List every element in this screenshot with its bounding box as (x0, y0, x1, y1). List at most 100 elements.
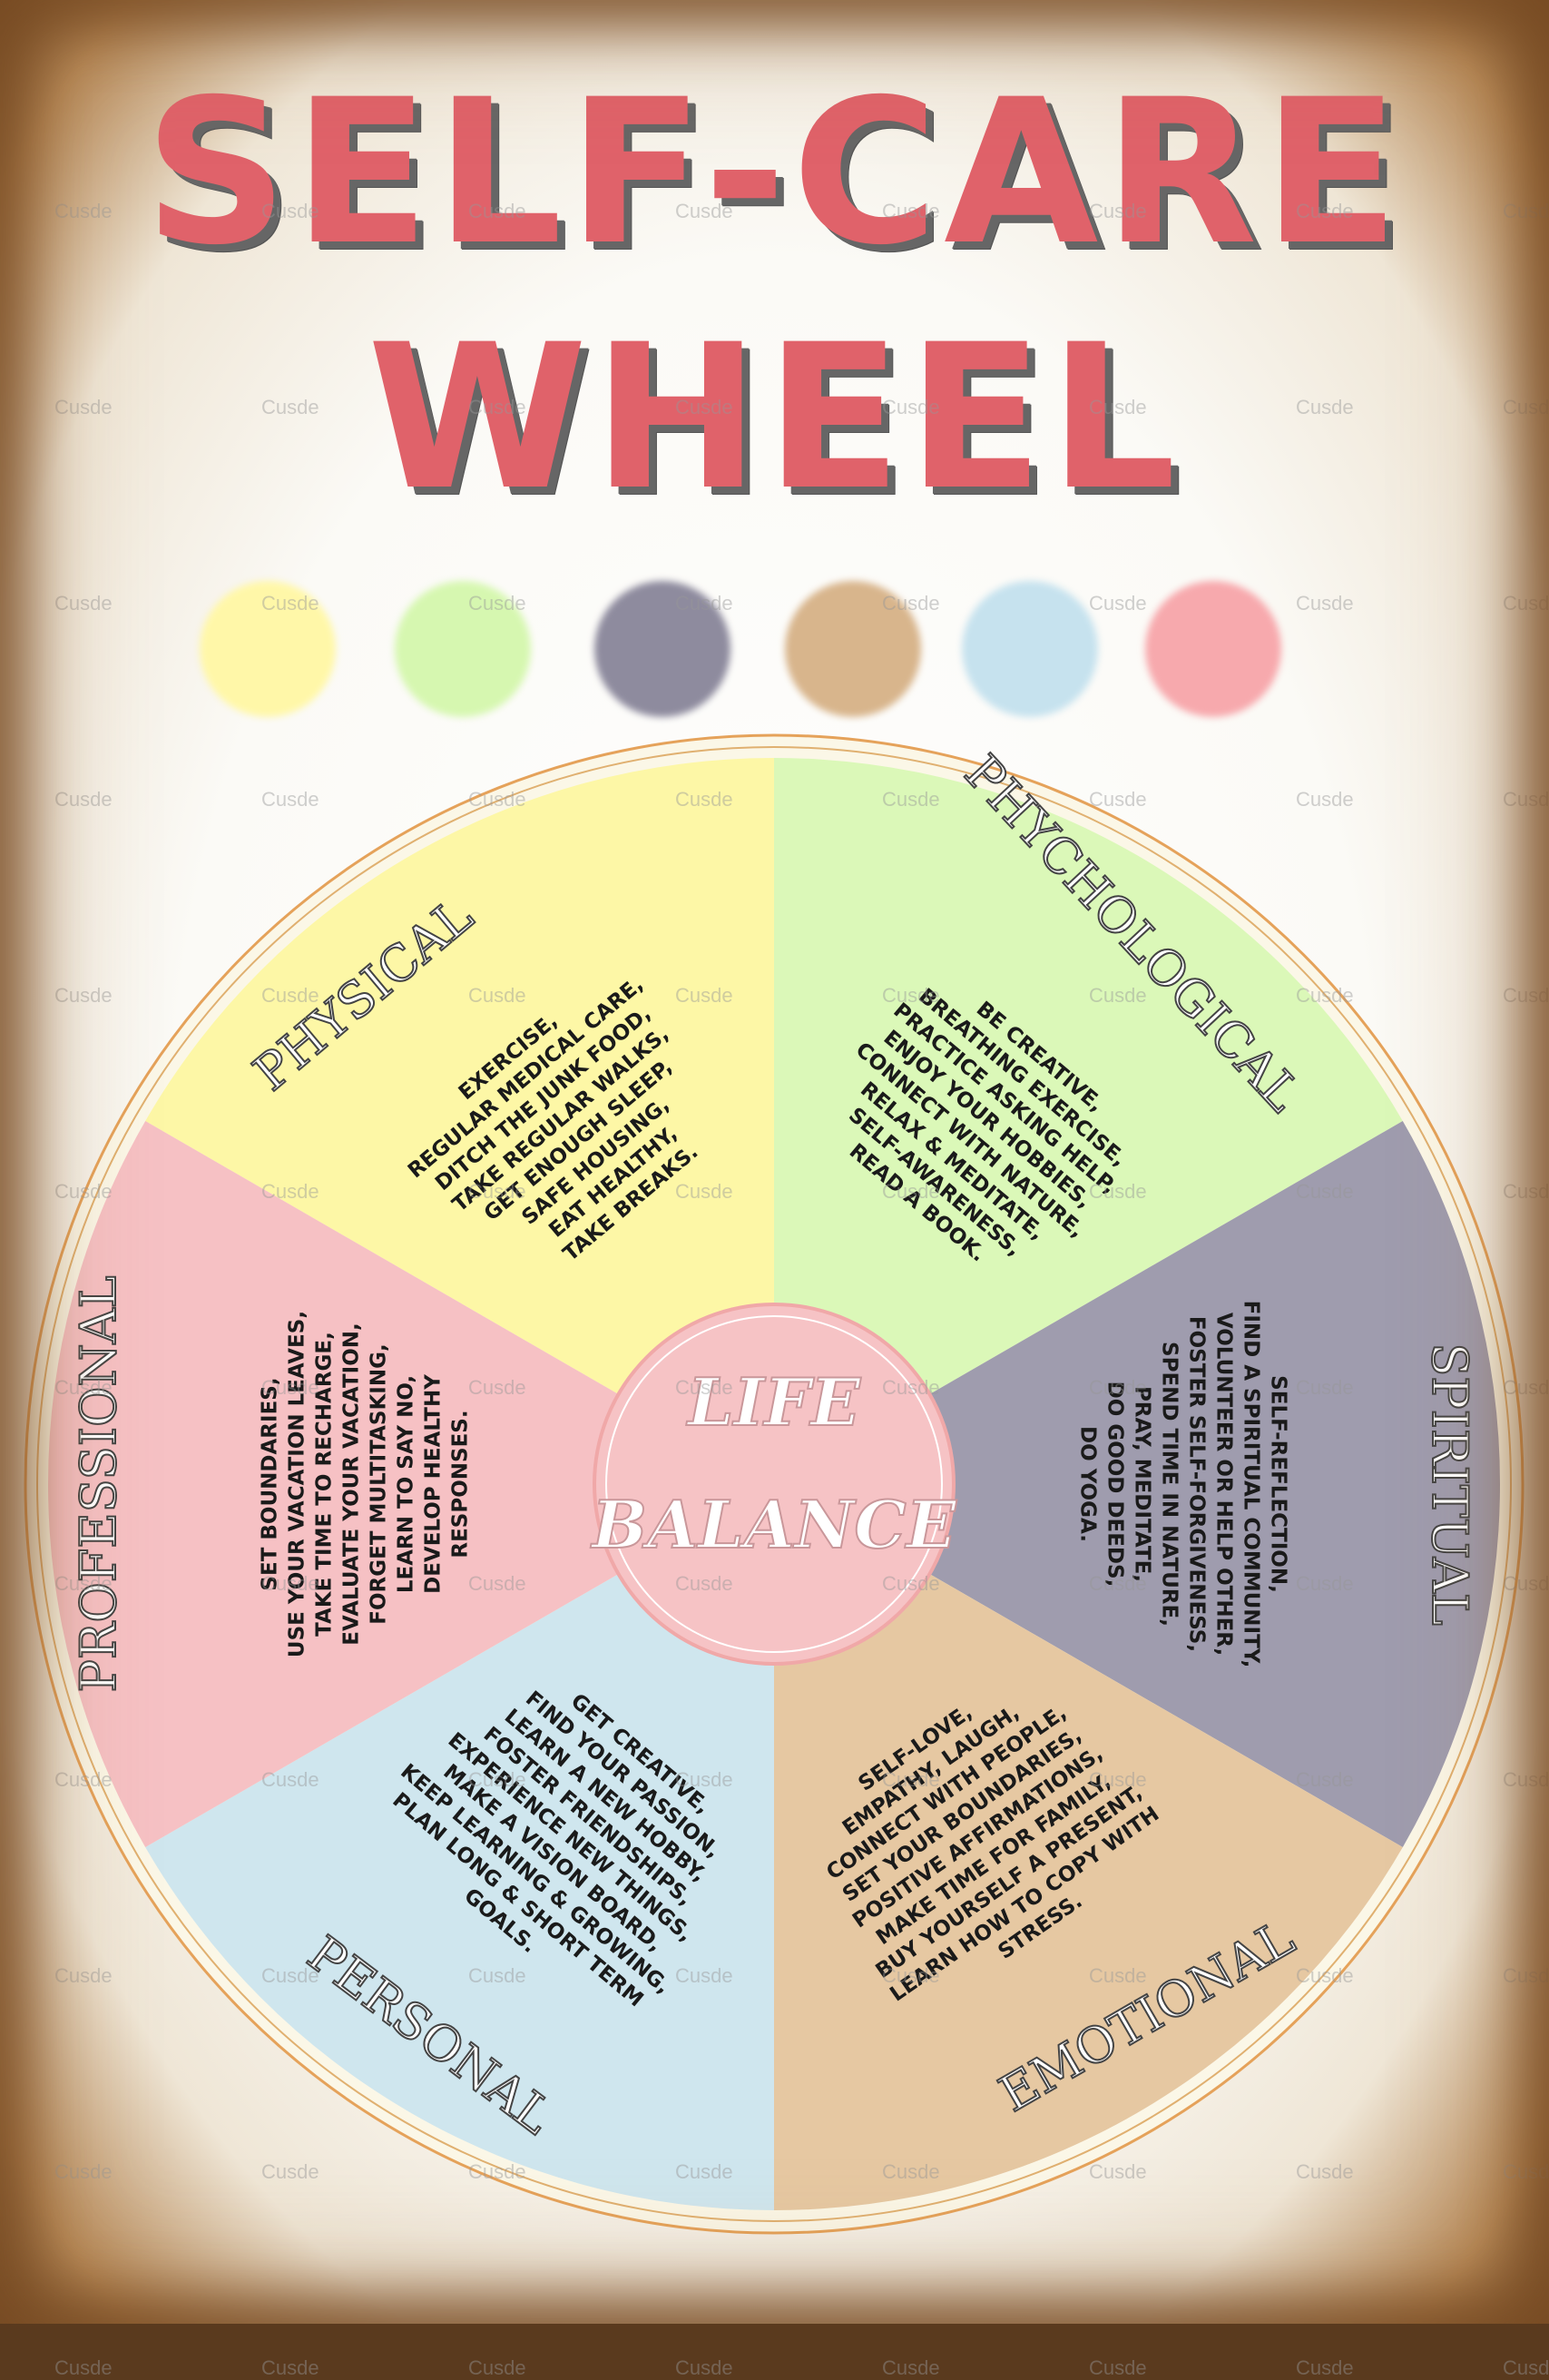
watermark-text: Cusde (1089, 2356, 1147, 2379)
watermark-text: Cusde (1503, 592, 1549, 615)
item-spiritual-1: FIND A SPIRITUAL COMMUNITY, (1240, 1301, 1263, 1668)
watermark-text: Cusde (1089, 1572, 1147, 1595)
watermark-text: Cusde (1089, 984, 1147, 1007)
center-label-line-2: BALANCE (590, 1486, 956, 1563)
watermark-text: Cusde (261, 1768, 319, 1791)
watermark-text: Cusde (54, 2160, 113, 2183)
watermark-text: Cusde (675, 2160, 733, 2183)
watermark-text: Cusde (261, 2160, 319, 2183)
watermark-text: Cusde (1089, 2160, 1147, 2183)
watermark-text: Cusde (1503, 1180, 1549, 1203)
watermark-text: Cusde (1089, 788, 1147, 811)
watermark-text: Cusde (468, 1376, 526, 1399)
segment-psychological (774, 758, 1403, 1484)
watermark-text: Cusde (261, 592, 319, 615)
watermark-text: Cusde (261, 1180, 319, 1203)
watermark-text: Cusde (54, 1376, 113, 1399)
item-spiritual-5: PRAY, MEDITATE, (1131, 1386, 1154, 1582)
items-spiritual: SELF-REFLECTION,FIND A SPIRITUAL COMMUNI… (1076, 1301, 1290, 1668)
item-professional-3: EVALUATE YOUR VACATION, (340, 1323, 364, 1645)
title-line-1: SELF-CARE (143, 56, 1406, 289)
watermark-text: Cusde (1296, 2160, 1354, 2183)
watermark-text: Cusde (882, 200, 940, 222)
watermark-text: Cusde (1503, 1376, 1549, 1399)
watermark-text: Cusde (675, 1768, 733, 1791)
watermark-text: Cusde (468, 1572, 526, 1595)
watermark-text: Cusde (882, 592, 940, 615)
segment-label-professional: PROFESSIONAL (70, 1276, 127, 1693)
watermark-text: Cusde (1296, 984, 1354, 1007)
item-professional-2: TAKE TIME TO RECHARGE, (313, 1332, 337, 1637)
color-dot-tan (785, 581, 921, 717)
watermark-text: Cusde (54, 592, 113, 615)
item-spiritual-3: FOSTER SELF-FORGIVENESS, (1185, 1316, 1209, 1652)
item-spiritual-0: SELF-REFLECTION, (1267, 1375, 1290, 1593)
wheel-outer-ring-inner (36, 746, 1512, 2222)
watermark-text: Cusde (675, 788, 733, 811)
watermark-text: Cusde (54, 1768, 113, 1791)
watermark-text: Cusde (468, 788, 526, 811)
color-dot-green (395, 581, 531, 717)
watermark-text: Cusde (1503, 1768, 1549, 1791)
watermark-text: Cusde (1296, 1180, 1354, 1203)
color-dots (0, 581, 1549, 717)
watermark-text: Cusde (1296, 592, 1354, 615)
watermark-text: Cusde (468, 592, 526, 615)
watermark-text: Cusde (468, 200, 526, 222)
segment-physical (145, 758, 774, 1484)
watermark-text: Cusde (675, 1964, 733, 1987)
watermark-text: Cusde (1089, 396, 1147, 418)
watermark-text: Cusde (54, 1572, 113, 1595)
watermark-text: Cusde (882, 1572, 940, 1595)
color-dot-purple (594, 581, 730, 717)
watermark-text: Cusde (1503, 1964, 1549, 1987)
watermark-text: Cusde (675, 2356, 733, 2379)
watermark-text: Cusde (882, 788, 940, 811)
watermark-text: Cusde (1503, 2356, 1549, 2379)
watermark-text: Cusde (1296, 1572, 1354, 1595)
watermark-text: Cusde (1503, 1572, 1549, 1595)
watermark-text: Cusde (54, 200, 113, 222)
watermark-text: Cusde (1296, 396, 1354, 418)
item-spiritual-7: DO YOGA. (1076, 1426, 1100, 1542)
watermark-text: Cusde (261, 1964, 319, 1987)
watermark-text: Cusde (1089, 1768, 1147, 1791)
watermark-text: Cusde (675, 592, 733, 615)
item-spiritual-2: VOLUNTEER OR HELP OTHER, (1212, 1313, 1236, 1656)
wheel-segments (47, 758, 1500, 2210)
watermark-text: Cusde (882, 396, 940, 418)
watermark-text: Cusde (882, 2356, 940, 2379)
watermark-text: Cusde (675, 1572, 733, 1595)
item-professional-6: DEVELOP HEALTHY (422, 1374, 446, 1594)
watermark-text: Cusde (54, 984, 113, 1007)
item-professional-5: LEARN TO SAY NO, (395, 1375, 418, 1593)
watermark-text: Cusde (1503, 788, 1549, 811)
item-professional-1: USE YOUR VACATION LEAVES, (286, 1311, 309, 1657)
watermark-text: Cusde (261, 1376, 319, 1399)
watermark-text: Cusde (1296, 200, 1354, 222)
watermark-text: Cusde (1089, 1376, 1147, 1399)
item-professional-7: RESPONSES. (449, 1410, 473, 1558)
item-spiritual-6: DO GOOD DEEDS, (1103, 1382, 1127, 1588)
item-spiritual-4: SPEND TIME IN NATURE, (1158, 1342, 1181, 1627)
watermark-text: Cusde (882, 2160, 940, 2183)
watermark-text: Cusde (1089, 200, 1147, 222)
watermark-text: Cusde (882, 1180, 940, 1203)
watermark-text: Cusde (1089, 1964, 1147, 1987)
segment-label-spiritual: SPIRITUAL (1421, 1342, 1478, 1625)
watermark-text: Cusde (261, 200, 319, 222)
watermark-text: Cusde (882, 1768, 940, 1791)
watermark-text: Cusde (54, 396, 113, 418)
watermark-text: Cusde (54, 2356, 113, 2379)
watermark-text: Cusde (675, 1180, 733, 1203)
items-professional: SET BOUNDARIES,USE YOUR VACATION LEAVES,… (259, 1311, 473, 1657)
watermark-text: Cusde (261, 2356, 319, 2379)
watermark-text: Cusde (882, 1964, 940, 1987)
watermark-text: Cusde (1503, 396, 1549, 418)
center-circle-ring (605, 1315, 943, 1653)
watermark-text: Cusde (54, 788, 113, 811)
watermark-text: Cusde (54, 1964, 113, 1987)
watermark-text: Cusde (675, 200, 733, 222)
watermark-text: Cusde (1503, 200, 1549, 222)
